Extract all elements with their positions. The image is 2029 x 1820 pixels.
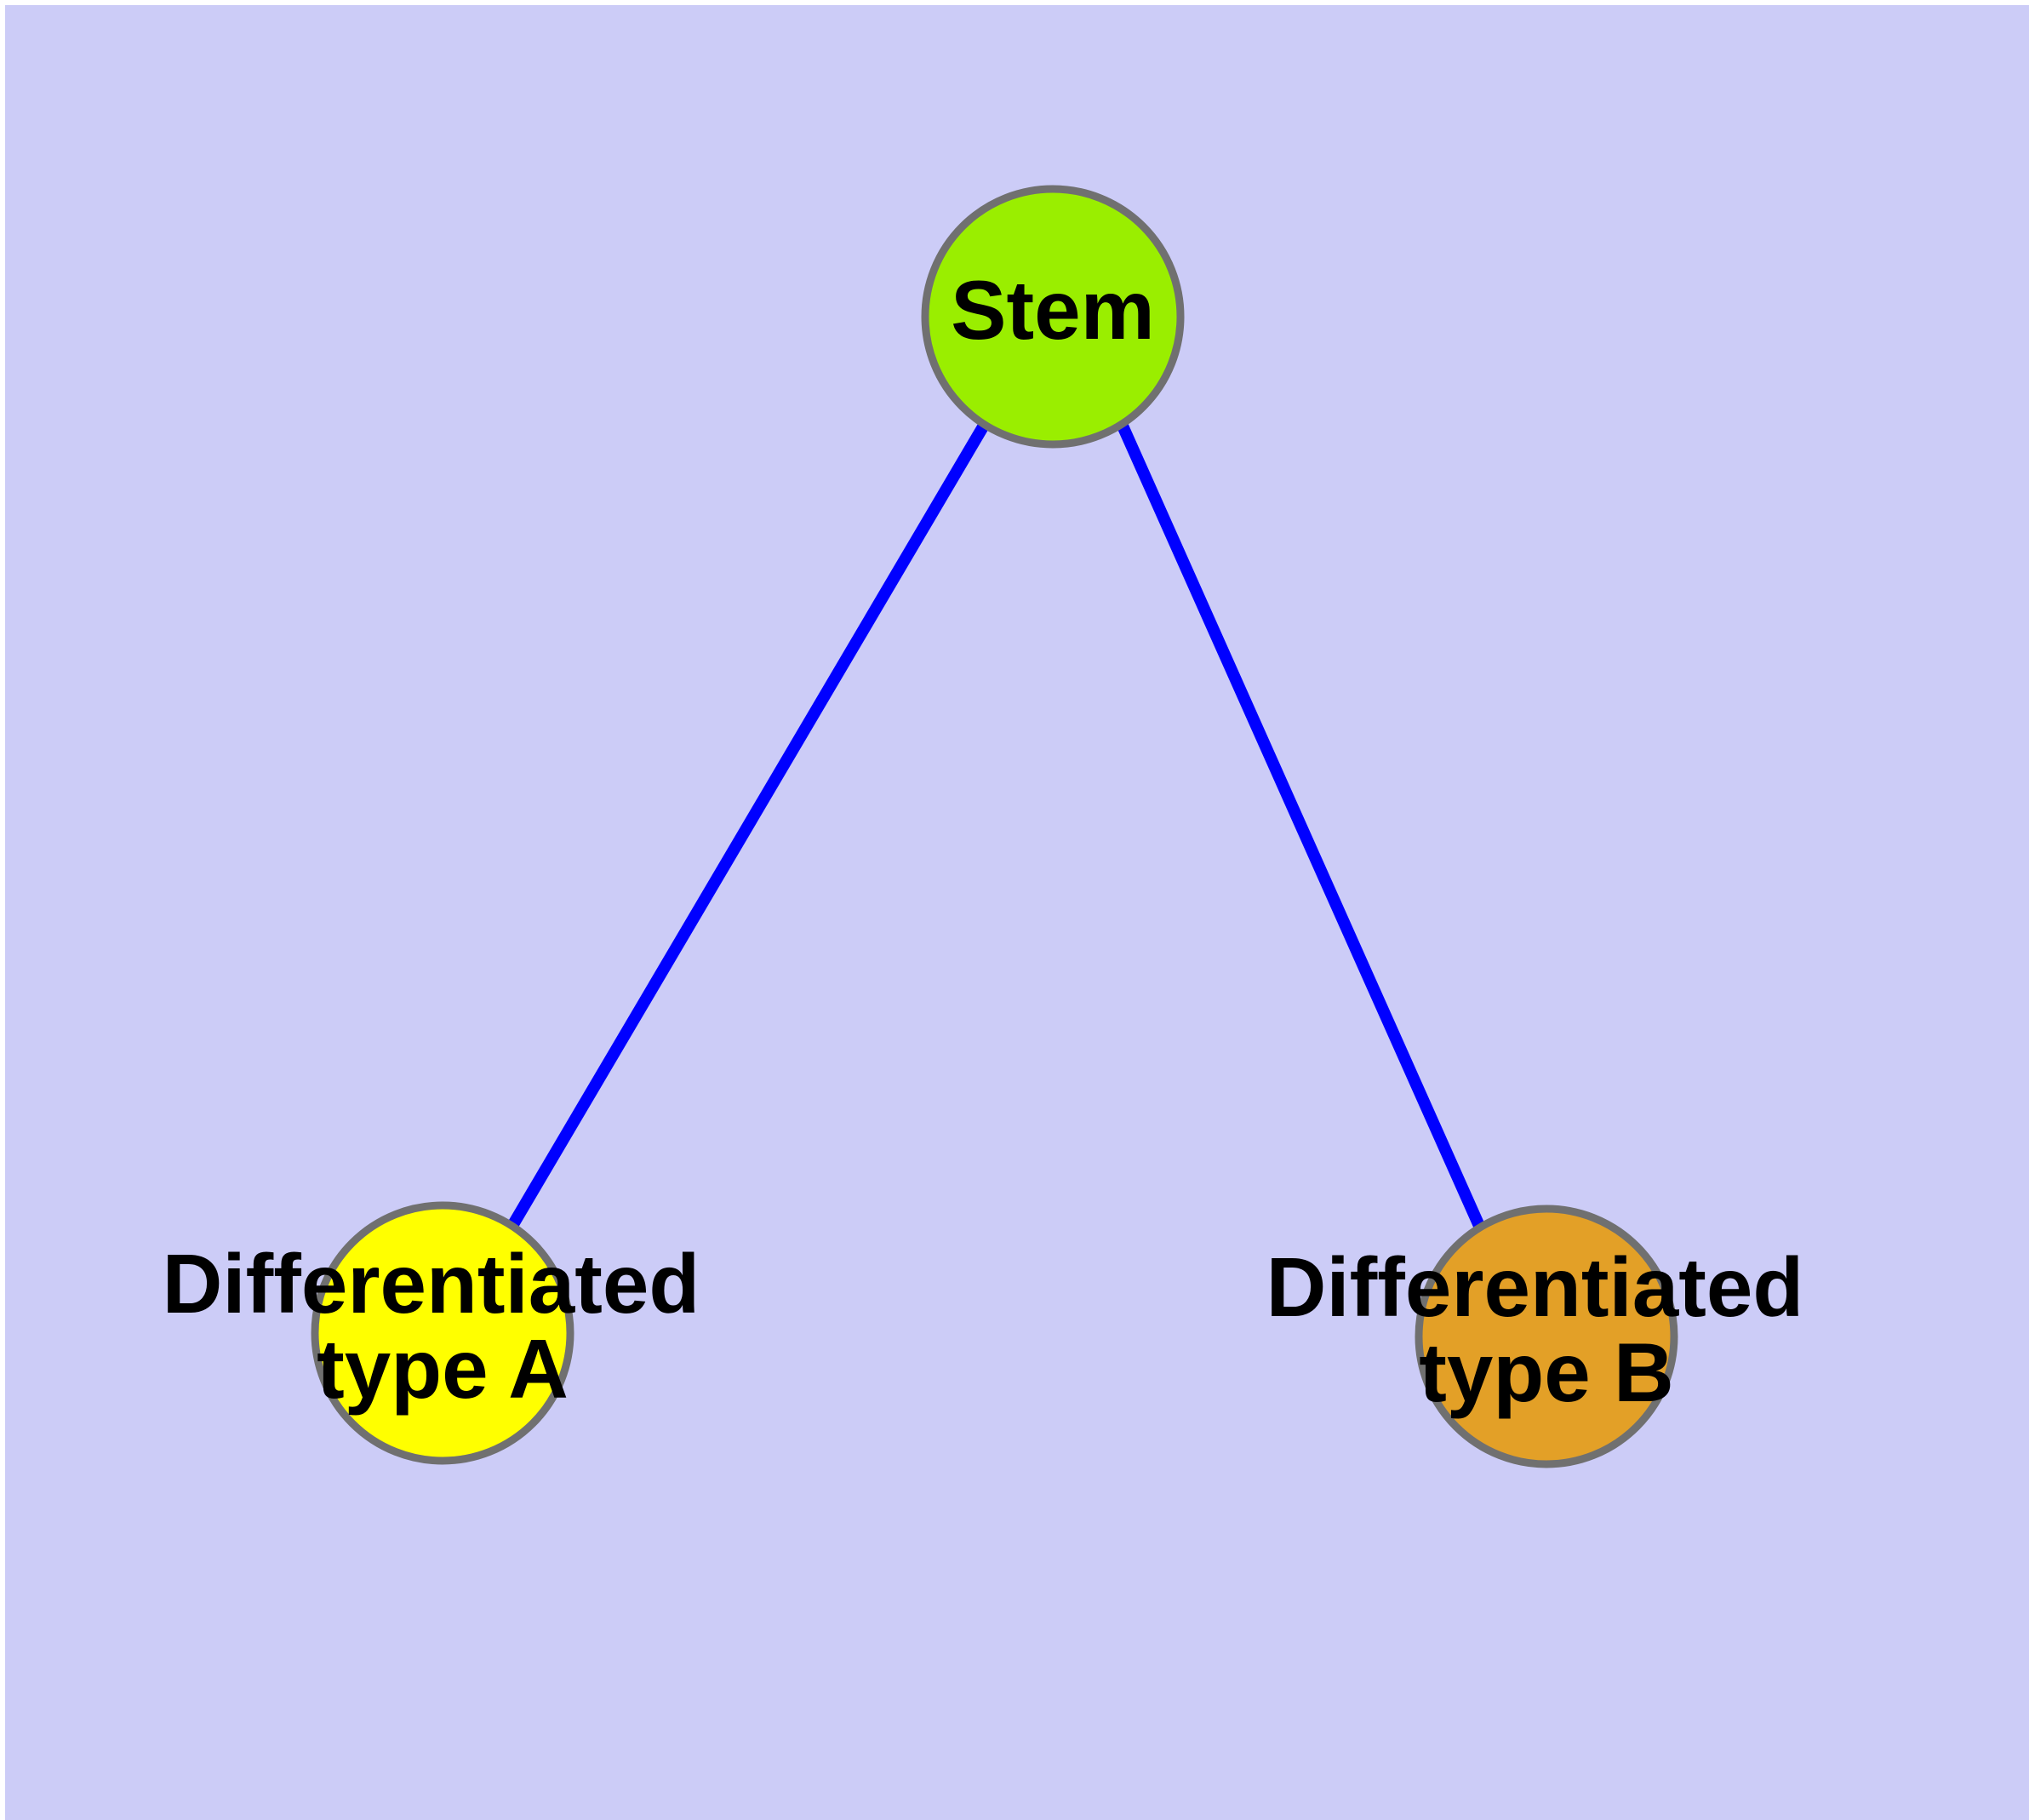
node-differentiated-type-a-label: Differentiated type A [163,1237,723,1416]
nodes-group: Stem Differentiated type A Differentiate… [163,185,1827,1468]
node-stem-circle[interactable] [921,185,1185,449]
node-differentiated-type-a-circle[interactable] [311,1201,574,1465]
node-differentiated-type-b-circle[interactable] [1415,1205,1678,1468]
node-differentiated-type-b-label-line-2: type B [1419,1325,1674,1419]
node-differentiated-type-a-label-line-2: type A [317,1322,569,1416]
node-stem[interactable]: Stem [921,185,1185,449]
node-differentiated-type-a[interactable]: Differentiated type A [163,1201,723,1465]
edge-stem-to-differentiated-type-b[interactable] [1116,418,1485,1232]
edge-stem-to-differentiated-type-a[interactable] [506,418,991,1232]
node-differentiated-type-a-label-line-1: Differentiated [163,1237,700,1331]
edges-group [506,418,1485,1232]
node-stem-label: Stem [951,263,1155,357]
node-differentiated-type-b[interactable]: Differentiated type B [1266,1205,1827,1468]
node-stem-label-line-1: Stem [951,263,1155,357]
node-differentiated-type-b-label: Differentiated type B [1266,1240,1827,1419]
node-differentiated-type-b-label-line-1: Differentiated [1266,1240,1804,1334]
